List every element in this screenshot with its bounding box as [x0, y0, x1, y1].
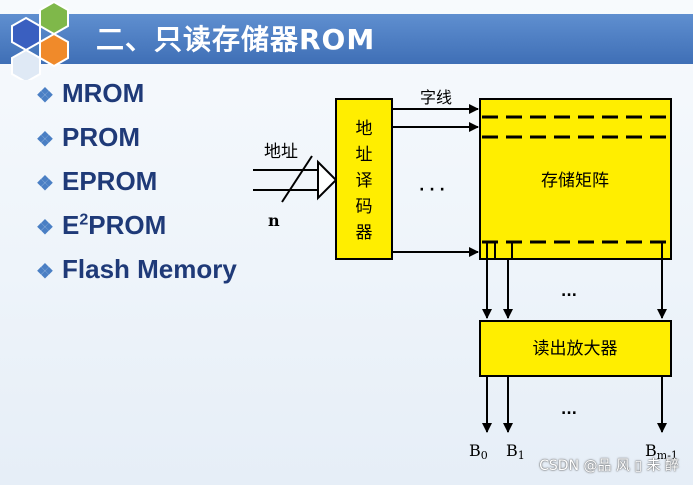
output-bn-label: Bm-1 — [645, 441, 678, 462]
amplifier-label: 读出放大器 — [533, 339, 618, 359]
bullet-text: PROM — [62, 122, 140, 152]
title-bar — [0, 14, 693, 64]
decoder-char: 址 — [356, 145, 373, 165]
hexagon-logo — [11, 0, 69, 80]
decoder-char: 器 — [356, 223, 373, 243]
bullet-text-prefix: E — [62, 210, 80, 240]
read-amplifier-box — [479, 320, 672, 377]
output-b0-label: B0 — [469, 441, 488, 462]
bullet-flash: ❖ Flash Memory — [36, 254, 237, 285]
diamond-bullet-icon: ❖ — [36, 217, 54, 239]
address-decoder-box — [335, 98, 393, 260]
logo-hex-light — [11, 48, 41, 80]
slide-title: 二、只读存储器ROM — [96, 23, 376, 56]
bullet-mrom: ❖ MROM — [36, 78, 144, 109]
wordline-label: 字线 — [420, 88, 452, 107]
diamond-bullet-icon: ❖ — [36, 129, 54, 151]
bullet-text: MROM — [62, 78, 145, 108]
logo-hex-orange — [39, 32, 69, 68]
decoder-char: 码 — [356, 197, 373, 217]
watermark: CSDN @品 风 ▯ 未 醉 — [539, 458, 679, 474]
address-label: 地址 — [264, 142, 298, 162]
decoder-char: 地 — [356, 119, 373, 139]
diamond-bullet-icon: ❖ — [36, 261, 54, 283]
storage-matrix-box — [479, 98, 672, 260]
bullet-eprom: ❖ EPROM — [36, 166, 157, 197]
row-ellipsis: · · · — [419, 182, 445, 198]
bullet-e2prom: ❖ E2PROM — [36, 210, 166, 241]
address-input-arrow — [253, 155, 338, 203]
diamond-bullet-icon: ❖ — [36, 85, 54, 107]
bullet-text: EPROM — [62, 166, 158, 196]
n-label: n — [268, 211, 280, 230]
diamond-bullet-icon: ❖ — [36, 173, 54, 195]
bullet-prom: ❖ PROM — [36, 122, 140, 153]
bitline-ellipsis: ... — [561, 284, 577, 300]
bullet-text: Flash Memory — [62, 254, 237, 284]
bullet-superscript: 2 — [79, 211, 89, 229]
bullet-text: PROM — [88, 210, 167, 240]
output-ellipsis: ... — [561, 402, 577, 418]
matrix-label: 存储矩阵 — [541, 171, 609, 191]
output-b1-label: B1 — [506, 441, 525, 462]
decoder-char: 译 — [356, 171, 373, 191]
